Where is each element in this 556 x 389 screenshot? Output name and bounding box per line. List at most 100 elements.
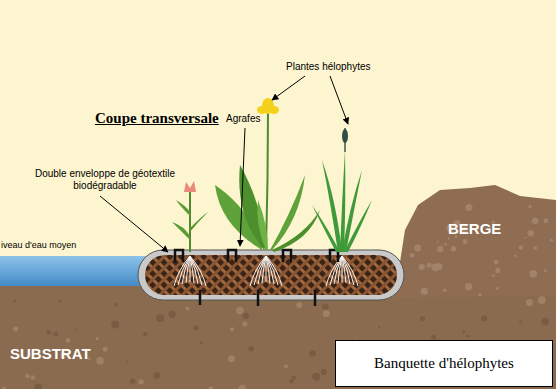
ground-texture	[103, 347, 108, 352]
bank-texture	[437, 240, 439, 242]
caption-text: Banquette d'hélophytes	[374, 355, 514, 372]
ground-texture	[200, 342, 203, 345]
ground-texture	[46, 330, 51, 335]
bank-texture	[414, 245, 421, 252]
ground-texture	[59, 299, 62, 302]
ground-texture	[321, 369, 327, 375]
bank-texture	[465, 283, 472, 290]
ground-texture	[2, 386, 5, 389]
ground-texture	[296, 302, 302, 308]
ground-texture	[13, 326, 18, 331]
bank-texture	[431, 264, 439, 272]
ground-texture	[138, 379, 144, 385]
ground-texture	[65, 338, 70, 343]
ground-texture	[53, 332, 58, 337]
ground-texture	[169, 310, 176, 317]
ground-texture	[420, 316, 425, 321]
bank-texture	[443, 289, 447, 293]
ground-texture	[230, 327, 234, 331]
ground-texture	[322, 304, 328, 310]
ground-texture	[111, 321, 119, 329]
ground-texture	[291, 375, 295, 379]
ground-texture	[541, 318, 549, 326]
ground-texture	[114, 303, 118, 307]
small-plant	[172, 181, 208, 252]
ground-texture	[228, 355, 235, 362]
bank-texture	[544, 269, 547, 272]
water	[0, 256, 160, 288]
root	[262, 256, 266, 283]
ground-texture	[130, 378, 136, 384]
root	[342, 256, 358, 286]
bank-texture	[451, 246, 456, 251]
bank-texture	[550, 239, 553, 242]
bank-texture	[496, 287, 499, 290]
title: Coupe transversale	[95, 110, 219, 127]
root	[250, 256, 266, 286]
bank-texture	[465, 204, 472, 211]
ground-texture	[284, 364, 288, 368]
ground-texture	[538, 296, 546, 304]
bank-texture	[462, 239, 467, 244]
water-level-label: iveau d'eau moyen	[1, 240, 76, 251]
ground-texture	[153, 372, 160, 379]
bank-texture	[421, 288, 428, 295]
ground-texture	[194, 325, 199, 330]
ground-texture	[96, 357, 104, 365]
large-plant	[215, 98, 320, 252]
ground-texture	[481, 315, 487, 321]
substrate	[0, 286, 556, 389]
bank-texture	[532, 217, 539, 224]
root	[258, 256, 266, 284]
root	[190, 256, 206, 286]
ground-texture	[242, 321, 247, 326]
ground-texture	[323, 310, 330, 317]
bank-texture	[495, 268, 500, 273]
bank-texture	[528, 205, 532, 209]
bank-texture	[494, 260, 499, 265]
bank-texture	[427, 263, 432, 268]
ground-texture	[239, 385, 246, 389]
ground-texture	[126, 361, 128, 363]
caption-box: Banquette d'hélophytes	[335, 340, 553, 387]
ground-texture	[526, 299, 533, 306]
bank-texture	[543, 218, 548, 223]
ground-texture	[14, 299, 17, 302]
bank-texture	[519, 246, 523, 250]
plant-label: Plantes hélophytes	[286, 61, 371, 73]
bank-label: BERGE	[448, 220, 501, 238]
bank-texture	[410, 253, 415, 258]
bank-texture	[533, 246, 537, 250]
ground-texture	[208, 386, 213, 389]
root	[254, 256, 266, 285]
bank-texture	[444, 243, 447, 246]
ground-texture	[431, 335, 436, 340]
root	[266, 256, 282, 286]
ground-texture	[25, 374, 29, 378]
ground-texture	[378, 326, 380, 328]
bank-texture	[492, 274, 495, 277]
ground-texture	[309, 350, 316, 357]
geotextile-roll	[138, 250, 404, 300]
ground-texture	[236, 307, 243, 314]
ground-texture	[186, 307, 190, 311]
grass-plant	[312, 128, 372, 252]
geotextile-label: Double enveloppe de géotextile biodégrad…	[30, 168, 180, 192]
ground-texture	[75, 328, 77, 330]
staples	[175, 250, 338, 306]
root	[330, 256, 342, 285]
bank-texture	[437, 246, 443, 252]
root	[326, 256, 342, 286]
leader-lines	[100, 76, 348, 252]
ground-texture	[466, 335, 469, 338]
ground-texture	[156, 314, 164, 322]
bank-texture	[448, 237, 450, 239]
root	[186, 256, 190, 283]
staple-label: Agrafes	[226, 113, 260, 125]
bank-texture	[529, 270, 537, 278]
bank-texture	[528, 230, 534, 236]
ground-texture	[462, 330, 465, 333]
ground-texture	[248, 346, 254, 352]
ground-texture	[96, 337, 99, 340]
